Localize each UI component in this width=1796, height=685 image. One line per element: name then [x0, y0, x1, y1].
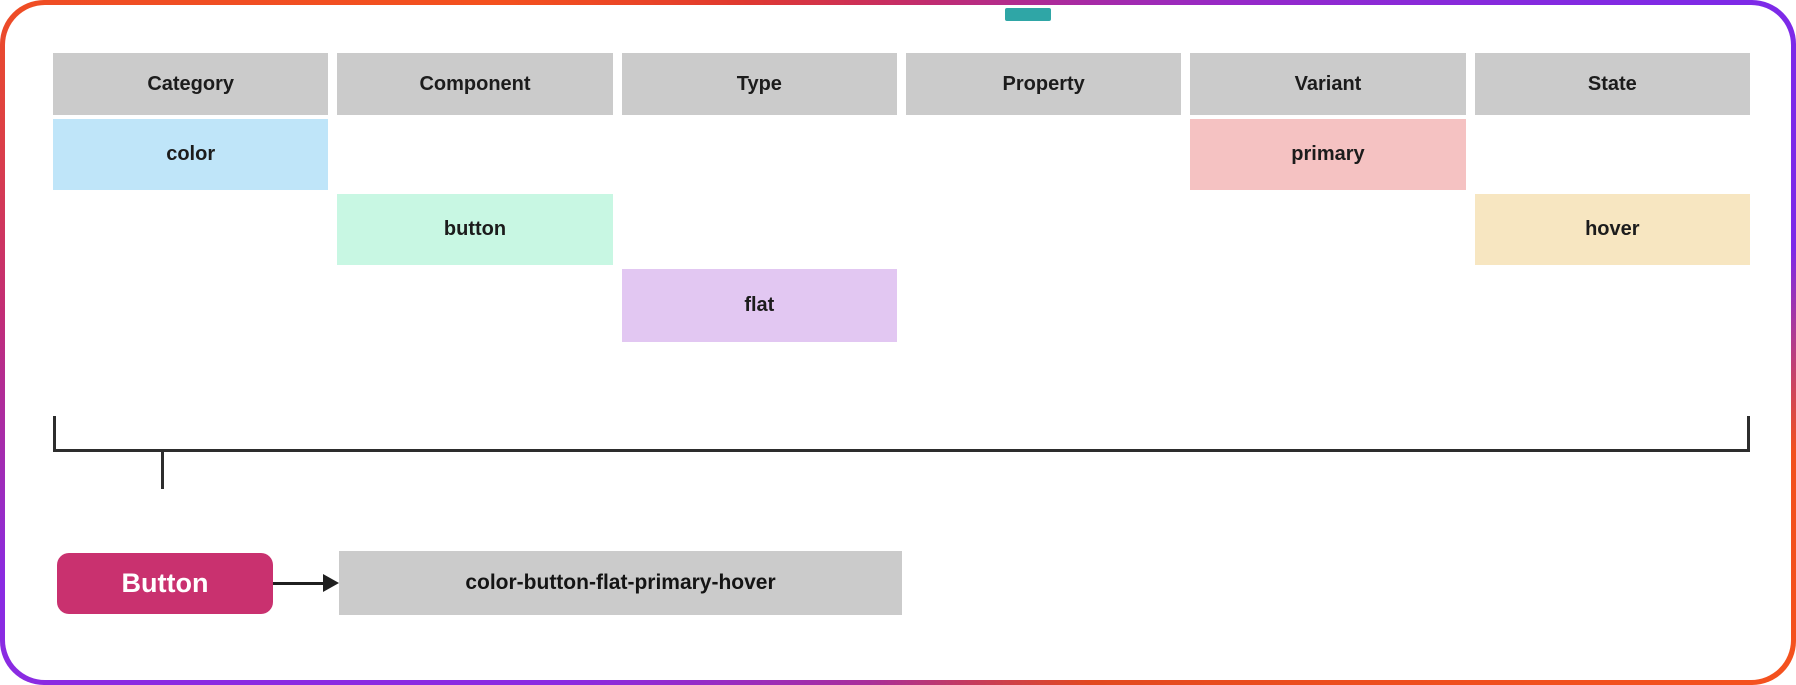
- arrow-head-icon: [323, 574, 339, 592]
- column-header-variant: Variant: [1190, 53, 1466, 115]
- token-name-box: color-button-flat-primary-hover: [339, 551, 902, 615]
- bracket-horizontal-line: [53, 449, 1750, 452]
- column-header-property: Property: [906, 53, 1182, 115]
- arrow-line: [273, 582, 326, 585]
- column-header-state: State: [1474, 53, 1750, 115]
- column-header-category: Category: [53, 53, 329, 115]
- column-header-type: Type: [621, 53, 897, 115]
- token-cell-flat: flat: [621, 269, 897, 342]
- bracket-left-tick: [53, 416, 56, 452]
- token-cell-primary: primary: [1190, 119, 1466, 190]
- token-cell-color: color: [53, 119, 329, 190]
- teal-marker-artifact: [1005, 8, 1051, 21]
- bracket-right-tick: [1747, 416, 1750, 452]
- token-cell-button: button: [337, 194, 613, 265]
- bracket-down-tick: [161, 452, 164, 489]
- button-example[interactable]: Button: [57, 553, 273, 614]
- token-cell-hover: hover: [1474, 194, 1750, 265]
- column-header-component: Component: [337, 53, 613, 115]
